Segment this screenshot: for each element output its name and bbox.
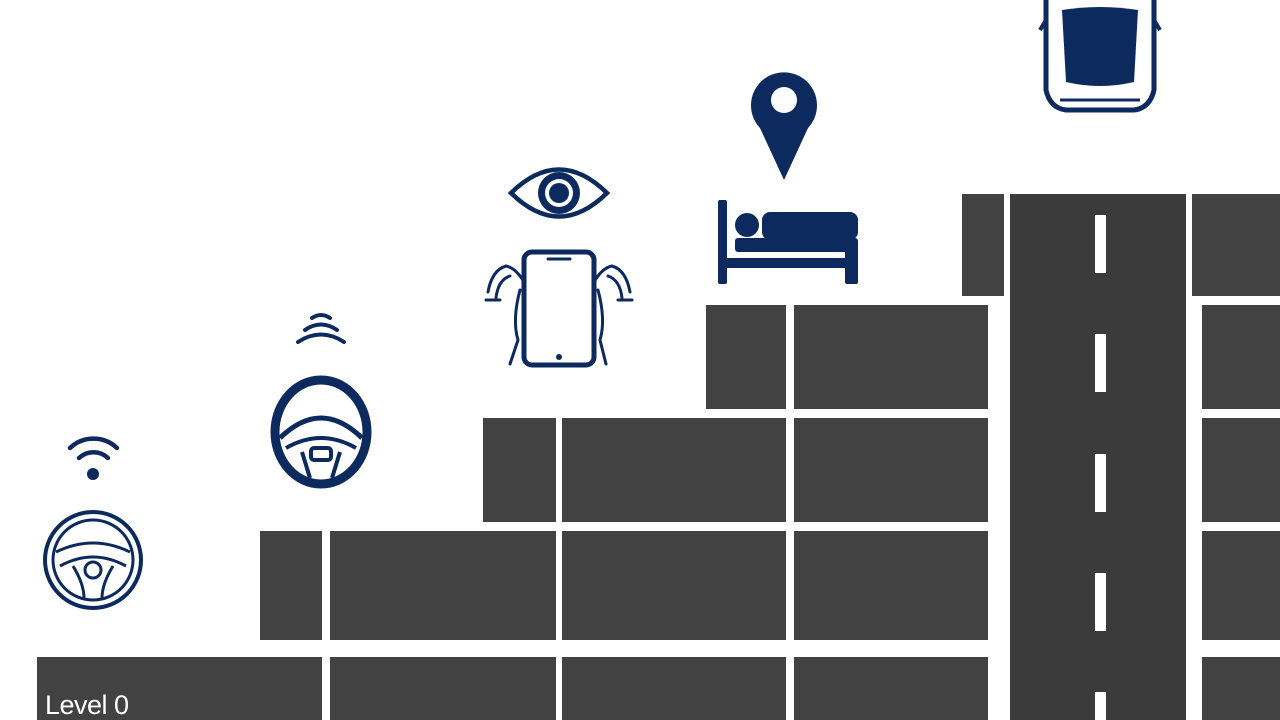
step-block [794, 305, 988, 409]
step-block [562, 418, 786, 522]
road-side-blocks [1192, 194, 1280, 720]
step-block [1192, 194, 1280, 296]
signal-waves-icon [296, 313, 346, 344]
location-pin-icon [750, 72, 817, 180]
staircase-blocks [37, 194, 1004, 720]
lane-dash [1095, 573, 1106, 631]
step-block [1202, 531, 1280, 640]
level-0-label: Level 0 [45, 690, 129, 720]
step-block [330, 657, 556, 720]
step-block [562, 531, 786, 640]
road [1010, 194, 1280, 720]
car-top-view-icon [1038, 0, 1162, 113]
step-block [483, 418, 556, 522]
step-block [706, 305, 786, 409]
steering-wheel-icon [43, 510, 143, 610]
eye-icon [507, 167, 611, 219]
step-block [260, 531, 322, 640]
step-block [562, 657, 786, 720]
step-block [1202, 418, 1280, 522]
step-block [1202, 657, 1280, 720]
step-block [37, 657, 322, 720]
lane-dash [1095, 334, 1106, 392]
wifi-signal-icon [67, 436, 120, 480]
step-block [330, 531, 556, 640]
step-block [794, 531, 988, 640]
lane-dash [1095, 692, 1106, 720]
step-block [962, 194, 1004, 296]
steering-wheel-hands-on-icon [270, 375, 372, 489]
lane-dash [1095, 215, 1106, 273]
hands-holding-phone-icon [484, 249, 634, 368]
lane-dash [1095, 454, 1106, 512]
step-block [794, 418, 988, 522]
step-block [794, 657, 988, 720]
bed-icon [718, 200, 858, 284]
road-lane-markings [1095, 215, 1106, 720]
step-block [1202, 305, 1280, 409]
